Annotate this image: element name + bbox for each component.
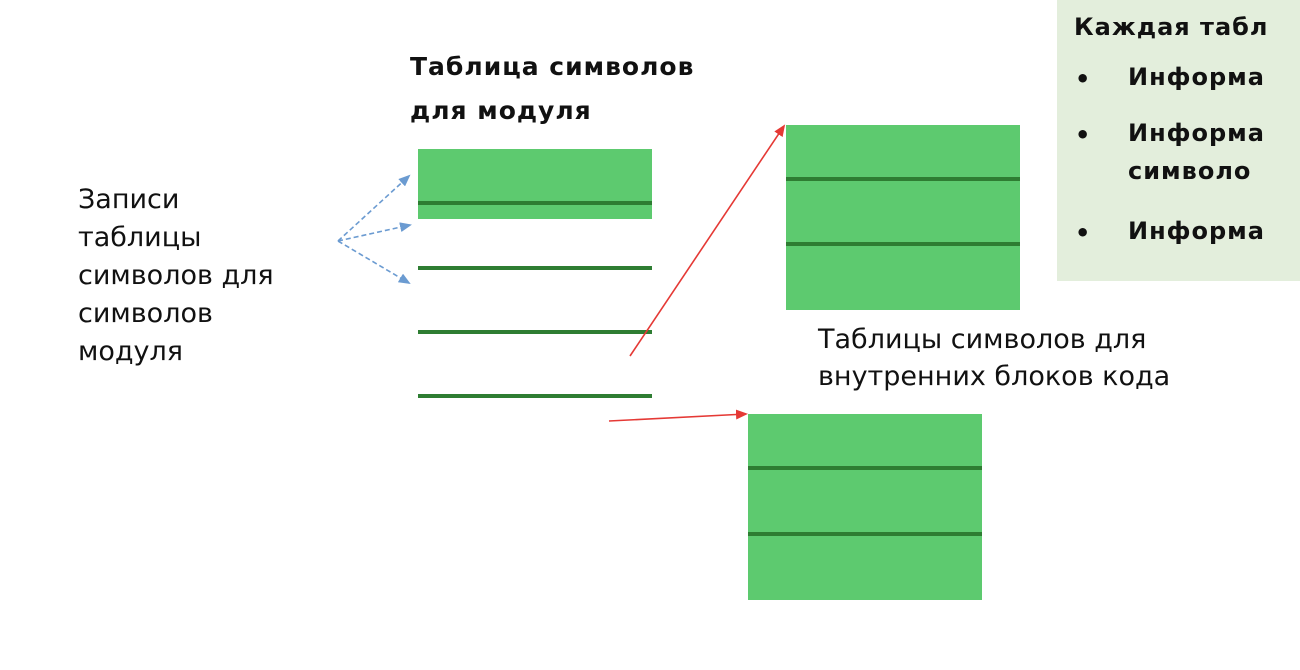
info-heading: Каждая табл: [1074, 13, 1269, 41]
title-line: для модуля: [410, 96, 592, 125]
inner-table-row-divider: [786, 242, 1020, 246]
pointer-arrow: [629, 124, 786, 357]
inner-table-row-divider: [748, 466, 982, 470]
bullet-glyph: •: [1075, 121, 1091, 149]
pointer-arrow: [608, 409, 748, 422]
info-item: Информа: [1128, 58, 1265, 96]
inner-table-row-divider: [748, 532, 982, 536]
entry-arrow: [337, 174, 411, 242]
inner-tables-caption: Таблицы символов для внутренних блоков к…: [818, 321, 1298, 395]
module-table-row-divider: [418, 330, 652, 334]
info-box: Каждая табл • Информа • Информа символо …: [1057, 0, 1300, 281]
label-line: модуля: [78, 336, 184, 367]
title-line: Таблица символов: [410, 52, 695, 81]
symbol-entries-label: Записи таблицы символов для символов мод…: [78, 181, 368, 371]
label-line: символов: [78, 298, 213, 329]
info-item-line: символо: [1128, 157, 1252, 185]
inner-block-table-upper: [786, 125, 1020, 310]
entry-arrow: [337, 240, 411, 285]
info-item-line: Информа: [1128, 217, 1265, 245]
caption-line: внутренних блоков кода: [818, 361, 1171, 392]
label-line: Записи: [78, 184, 180, 215]
info-item-line: Информа: [1128, 119, 1265, 147]
entry-arrow: [337, 222, 412, 242]
inner-table-row-divider: [786, 177, 1020, 181]
module-table-first-entry: [418, 149, 652, 219]
info-item-line: Информа: [1128, 63, 1265, 91]
info-item: Информа символо: [1128, 114, 1265, 190]
bullet-glyph: •: [1075, 219, 1091, 247]
info-item: Информа: [1128, 212, 1265, 250]
module-table-title: Таблица символов для модуля: [410, 45, 790, 133]
module-table-row-divider: [418, 201, 652, 205]
label-line: символов для: [78, 260, 274, 291]
module-table-row-divider: [418, 394, 652, 398]
bullet-glyph: •: [1075, 65, 1091, 93]
caption-line: Таблицы символов для: [818, 324, 1147, 355]
inner-block-table-lower: [748, 414, 982, 600]
label-line: таблицы: [78, 222, 202, 253]
module-table-row-divider: [418, 266, 652, 270]
